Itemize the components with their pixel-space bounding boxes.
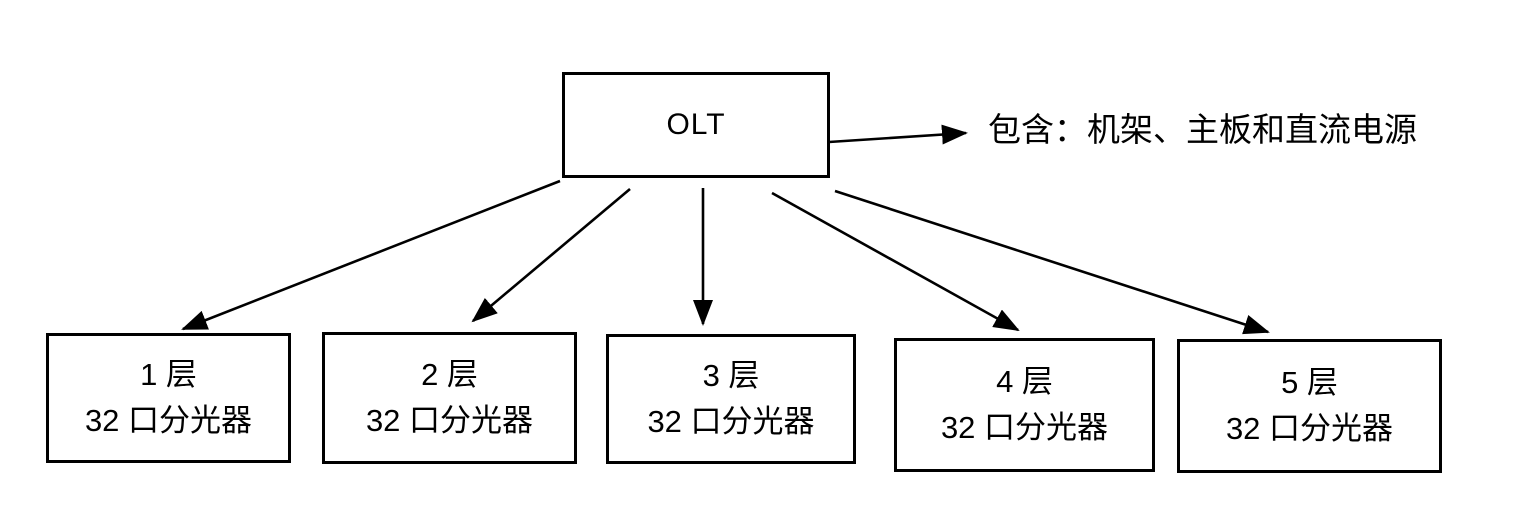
splitter-box-floor1: 1 层 32 口分光器 xyxy=(46,333,291,463)
splitter-box-floor4: 4 层 32 口分光器 xyxy=(894,338,1155,472)
floor-label: 4 层 xyxy=(996,364,1053,399)
floor-label: 2 层 xyxy=(421,357,478,392)
splitter-box-floor2: 2 层 32 口分光器 xyxy=(322,332,577,464)
olt-box: OLT xyxy=(562,72,830,178)
device-label: 32 口分光器 xyxy=(1225,411,1394,446)
floor-label: 5 层 xyxy=(1281,365,1338,400)
arrow-olt-to-floor5 xyxy=(834,189,1270,335)
arrow-olt-to-annotation xyxy=(828,124,968,145)
splitter-box-floor5: 5 层 32 口分光器 xyxy=(1177,339,1442,473)
device-label: 32 口分光器 xyxy=(647,404,815,439)
arrow-olt-to-floor2 xyxy=(471,188,631,323)
arrow-olt-to-floor4 xyxy=(771,191,1020,332)
device-label: 32 口分光器 xyxy=(84,403,253,438)
floor-label: 3 层 xyxy=(702,358,760,393)
floor-label: 1 层 xyxy=(140,357,197,392)
device-label: 32 口分光器 xyxy=(940,410,1109,445)
splitter-box-floor3: 3 层 32 口分光器 xyxy=(606,334,856,464)
olt-label: OLT xyxy=(666,108,726,141)
olt-annotation-text: 包含：机架、主板和直流电源 xyxy=(988,110,1417,149)
arrow-olt-to-floor1 xyxy=(181,179,561,331)
device-label: 32 口分光器 xyxy=(365,403,534,438)
